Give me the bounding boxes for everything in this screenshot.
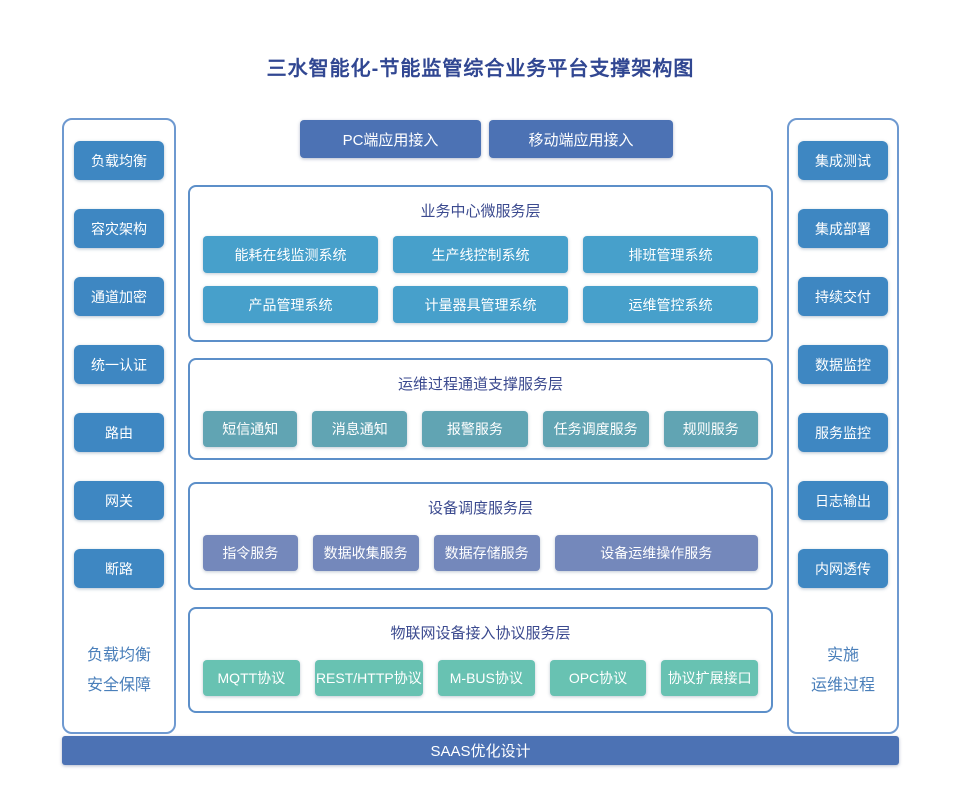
node-data-collection-service: 数据收集服务 <box>312 535 419 571</box>
node-opc-protocol: OPC协议 <box>549 660 647 696</box>
node-mbus-protocol: M-BUS协议 <box>437 660 535 696</box>
node-intranet-passthrough: 内网透传 <box>798 549 888 588</box>
page-title: 三水智能化-节能监管综合业务平台支撑架构图 <box>266 58 695 80</box>
section-iot-protocol-layer: 物联网设备接入协议服务层 MQTT协议 REST/HTTP协议 M-BUS协议 … <box>188 607 773 713</box>
right-panel-caption-line2: 运维过程 <box>810 676 875 694</box>
node-ops-control-system: 运维管控系统 <box>583 286 758 323</box>
app-access-row: PC端应用接入 移动端应用接入 <box>300 120 673 158</box>
node-data-monitoring: 数据监控 <box>798 345 888 384</box>
section-business-microservice-layer: 业务中心微服务层 能耗在线监测系统 生产线控制系统 排班管理系统 产品管理系统 … <box>188 185 773 342</box>
right-panel-implementation-ops: 集成测试 集成部署 持续交付 数据监控 服务监控 日志输出 内网透传 实施 运维… <box>787 118 899 734</box>
node-mqtt-protocol: MQTT协议 <box>203 660 300 696</box>
node-mobile-app-access: 移动端应用接入 <box>489 120 673 158</box>
node-gateway: 网关 <box>74 481 164 520</box>
node-unified-auth: 统一认证 <box>74 345 164 384</box>
node-log-output: 日志输出 <box>798 481 888 520</box>
node-production-line-control-system: 生产线控制系统 <box>393 236 568 273</box>
node-load-balance: 负载均衡 <box>74 141 164 180</box>
iot-protocol-row: MQTT协议 REST/HTTP协议 M-BUS协议 OPC协议 协议扩展接口 <box>190 660 771 696</box>
section-title-ops-channel: 运维过程通道支撑服务层 <box>397 376 563 393</box>
section-title-business: 业务中心微服务层 <box>420 203 541 220</box>
node-pc-app-access: PC端应用接入 <box>300 120 481 158</box>
node-circuit-break: 断路 <box>74 549 164 588</box>
saas-optimization-bar: SAAS优化设计 <box>62 736 899 765</box>
left-panel-caption-line2: 安全保障 <box>86 676 151 694</box>
section-ops-channel-support-layer: 运维过程通道支撑服务层 短信通知 消息通知 报警服务 任务调度服务 规则服务 <box>188 358 773 460</box>
right-panel-caption-line1: 实施 <box>826 647 859 664</box>
node-device-ops-operation-service: 设备运维操作服务 <box>554 535 758 571</box>
node-alarm-service: 报警服务 <box>421 411 528 447</box>
device-scheduling-row: 指令服务 数据收集服务 数据存储服务 设备运维操作服务 <box>190 535 771 571</box>
node-continuous-delivery: 持续交付 <box>798 277 888 316</box>
node-product-management-system: 产品管理系统 <box>203 286 378 323</box>
node-message-notification: 消息通知 <box>312 411 407 447</box>
node-integration-deploy: 集成部署 <box>798 209 888 248</box>
right-panel-caption: 实施 运维过程 <box>811 641 875 700</box>
left-panel-caption: 负载均衡 安全保障 <box>87 641 151 700</box>
node-shift-management-system: 排班管理系统 <box>583 236 758 273</box>
node-rest-http-protocol: REST/HTTP协议 <box>314 660 423 696</box>
section-title-iot-protocol: 物联网设备接入协议服务层 <box>390 625 571 642</box>
business-grid: 能耗在线监测系统 生产线控制系统 排班管理系统 产品管理系统 计量器具管理系统 … <box>190 236 771 323</box>
node-disaster-recovery: 容灾架构 <box>74 209 164 248</box>
node-metering-instrument-system: 计量器具管理系统 <box>393 286 568 323</box>
left-panel-caption-line1: 负载均衡 <box>86 647 151 664</box>
node-energy-monitoring-system: 能耗在线监测系统 <box>203 236 378 273</box>
node-channel-encryption: 通道加密 <box>74 277 164 316</box>
section-title-device-scheduling: 设备调度服务层 <box>427 500 533 517</box>
node-task-scheduling-service: 任务调度服务 <box>542 411 649 447</box>
node-routing: 路由 <box>74 413 164 452</box>
node-protocol-extension-interface: 协议扩展接口 <box>661 660 759 696</box>
node-integration-test: 集成测试 <box>798 141 888 180</box>
node-data-storage-service: 数据存储服务 <box>433 535 540 571</box>
section-device-scheduling-layer: 设备调度服务层 指令服务 数据收集服务 数据存储服务 设备运维操作服务 <box>188 482 773 590</box>
node-rule-service: 规则服务 <box>663 411 758 447</box>
node-service-monitoring: 服务监控 <box>798 413 888 452</box>
left-panel-load-balance-security: 负载均衡 容灾架构 通道加密 统一认证 路由 网关 断路 负载均衡 安全保障 <box>62 118 176 734</box>
node-sms-notification: 短信通知 <box>203 411 298 447</box>
node-command-service: 指令服务 <box>203 535 298 571</box>
ops-channel-row: 短信通知 消息通知 报警服务 任务调度服务 规则服务 <box>190 411 771 447</box>
